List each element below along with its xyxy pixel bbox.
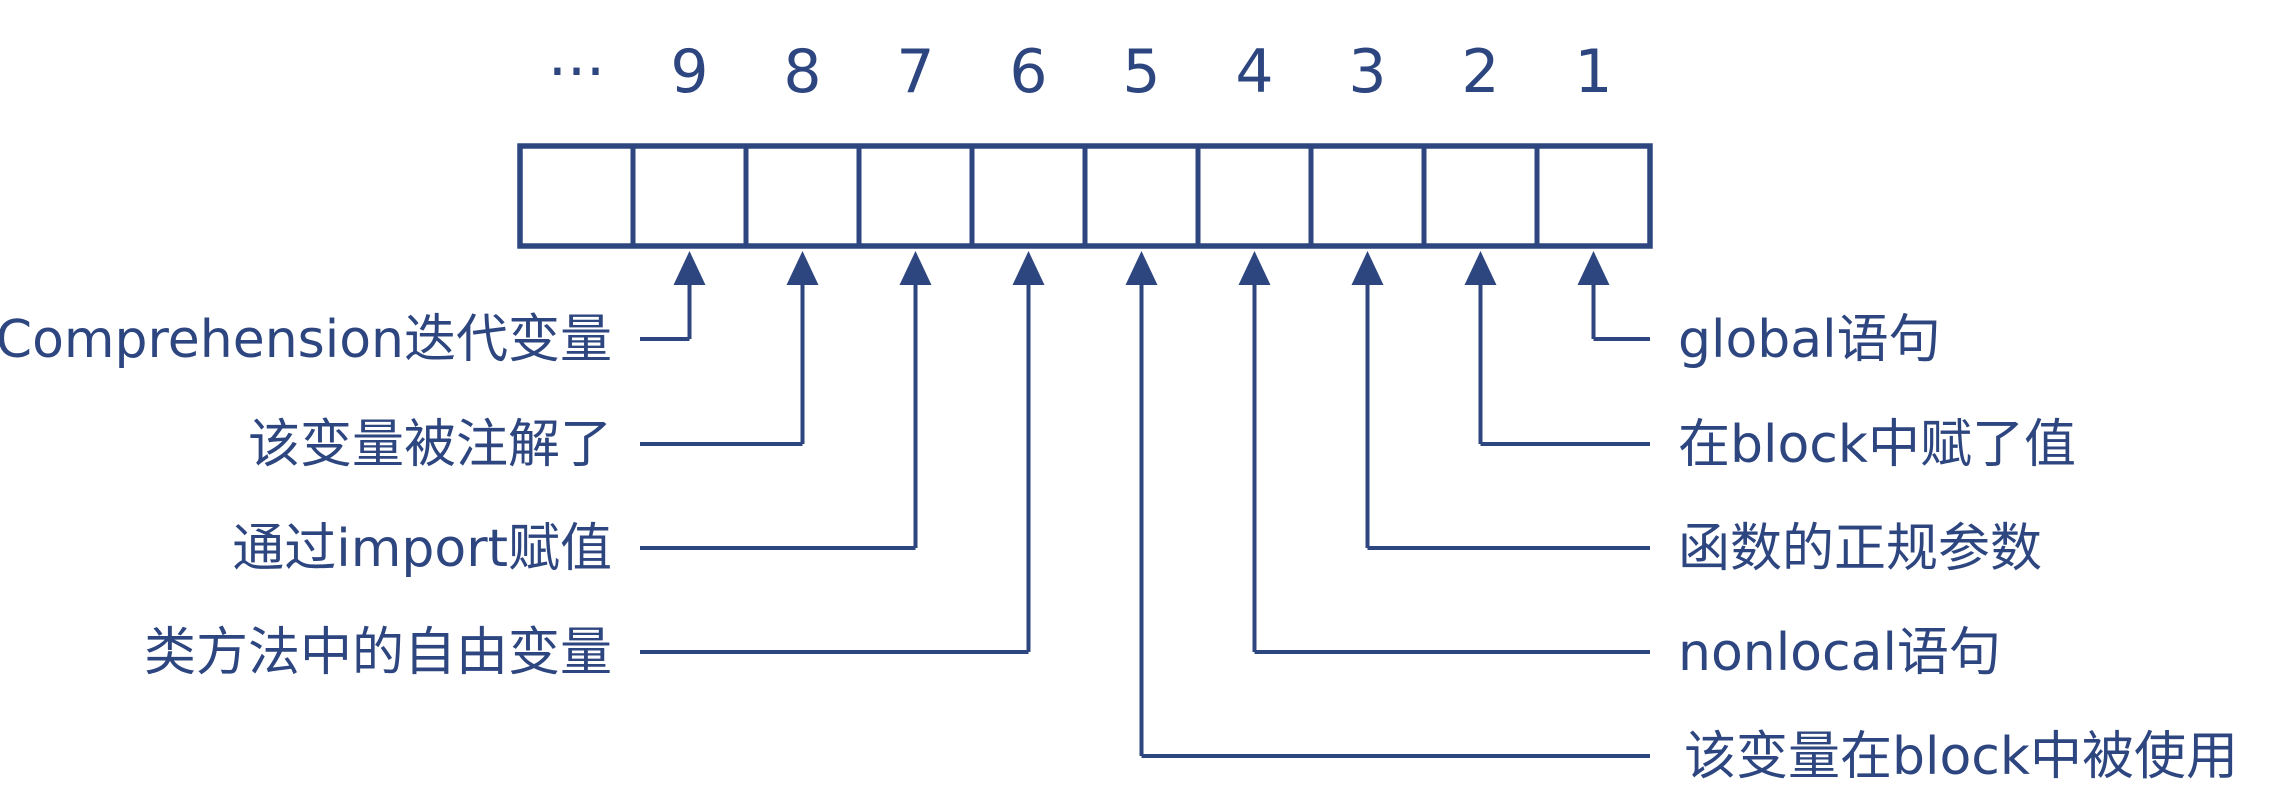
annotation-nonlocal-statement: nonlocal语句 <box>1678 623 2001 683</box>
arrow-up-icon <box>1125 251 1158 285</box>
annotation-comprehension-iter-var: Comprehension迭代变量 <box>0 310 612 370</box>
annotation-global-statement: global语句 <box>1678 310 1941 370</box>
annotation-formal-parameter: 函数的正规参数 <box>1678 519 2042 579</box>
bit-4-index: 4 <box>1235 37 1273 107</box>
bit-8-index: 8 <box>783 37 821 107</box>
annotation-annotated-var: 该变量被注解了 <box>248 415 612 475</box>
arrow-up-icon <box>1577 251 1610 285</box>
arrow-up-icon <box>786 251 819 285</box>
bit-3-index: 3 <box>1348 37 1386 107</box>
bit-5-index: 5 <box>1122 37 1160 107</box>
right-connectors <box>1141 337 1650 758</box>
arrow-up-icon <box>1238 251 1271 285</box>
bit-6-index: 6 <box>1009 37 1047 107</box>
bit-7-index: 7 <box>896 37 934 107</box>
bit-1-index: 1 <box>1574 37 1612 107</box>
left-annotations: Comprehension迭代变量 该变量被注解了 通过import赋值 类方法… <box>0 310 612 683</box>
arrow-up-icon <box>1351 251 1384 285</box>
left-connectors <box>640 337 1029 654</box>
arrow-up-icon <box>1464 251 1497 285</box>
annotation-used-in-block: 该变量在block中被使用 <box>1684 727 2238 787</box>
annotation-class-free-var: 类方法中的自由变量 <box>144 623 612 683</box>
bit-arrows <box>673 251 1610 756</box>
arrow-up-icon <box>1012 251 1045 285</box>
bit-2-index: 2 <box>1461 37 1499 107</box>
right-annotations: global语句 在block中赋了值 函数的正规参数 nonlocal语句 该… <box>1678 310 2238 787</box>
arrow-up-icon <box>673 251 706 285</box>
annotation-assigned-in-block: 在block中赋了值 <box>1678 415 2076 475</box>
annotation-import-assigned: 通过import赋值 <box>232 519 612 579</box>
bit-field-box <box>517 143 1653 249</box>
arrow-up-icon <box>899 251 932 285</box>
bit-index-row: ··· 9 8 7 6 5 4 3 2 1 <box>548 37 1613 107</box>
bit-9-index: 9 <box>670 37 708 107</box>
cell-ellipsis-label: ··· <box>548 37 605 107</box>
